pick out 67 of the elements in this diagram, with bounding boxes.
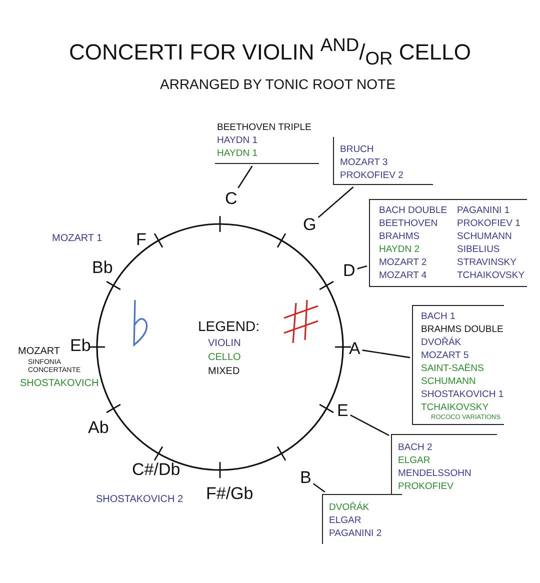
leader-line: [362, 350, 410, 358]
composer-name: BACH 2: [398, 441, 434, 454]
composer-name: MENDELSSOHN: [398, 467, 472, 480]
leader-line: [318, 186, 354, 218]
composer-list: [322, 494, 402, 544]
note-name: Eb: [70, 336, 91, 356]
leader-line: [312, 483, 326, 493]
title: CONCERTI FOR VIOLIN $^{AND}$/$_{OR}$ CELLO: [68, 34, 472, 70]
composer-name: ELGAR: [329, 514, 362, 527]
composer-name: MOZART 3: [340, 156, 389, 169]
composer-list: [412, 305, 504, 425]
composer-name: BRAHMS: [379, 230, 421, 243]
composer-name: BACH 1: [421, 310, 456, 323]
composer-list: [369, 199, 527, 287]
composer-name: SCHUMANN: [457, 230, 513, 243]
note-name: F: [136, 230, 146, 250]
composer-name: MOZART 4: [379, 269, 428, 282]
composer-name: SIBELIUS: [457, 243, 501, 256]
composer-name: BEETHOVEN TRIPLE: [217, 121, 312, 134]
subtitle: ARRANGED BY TONIC ROOT NOTE: [160, 76, 396, 92]
composer-name: TCHAIKOVSKY: [457, 269, 526, 282]
composer-name: SAINT-SAËNS: [421, 362, 485, 375]
composer-name: BRUCH: [340, 143, 375, 156]
composer-list: [333, 137, 434, 185]
leader-line: [357, 265, 368, 270]
composer-name: PROKOFIEV: [398, 480, 454, 493]
leader-line: [238, 166, 253, 188]
composer-name: BEETHOVEN: [379, 217, 439, 230]
legend-heading: LEGEND:: [198, 318, 260, 334]
composer-list: [391, 434, 498, 495]
note-name: F#/Gb: [206, 484, 254, 504]
legend-entry: MIXED: [208, 366, 240, 377]
note-name: A: [349, 340, 360, 358]
composer-name: DVOŘÁK: [421, 336, 462, 349]
composer-name: MOZART 5: [421, 349, 470, 362]
note-name: C: [225, 190, 238, 208]
composer-name: STRAVINSKY: [457, 256, 518, 269]
composer-name: SCHUMANN: [421, 375, 477, 388]
composer-name: HAYDN 2: [379, 243, 420, 256]
note-name: G: [303, 216, 316, 234]
legend-entry: CELLO: [208, 352, 241, 363]
legend-entry: VIOLIN: [208, 338, 241, 349]
note-name: Bb: [92, 258, 113, 278]
composer-name: TCHAIKOVSKY: [421, 401, 490, 414]
composer-name: ELGAR: [398, 454, 432, 467]
composer-name: HAYDN 1: [217, 134, 258, 147]
composer-name: PROKOFIEV 2: [340, 169, 404, 182]
composer-name: SHOSTAKOVICH 1: [421, 388, 504, 401]
composer-name: SHOSTAKOVICH: [20, 378, 99, 389]
composer-name: HAYDN 1: [217, 147, 258, 160]
composer-name: PAGANINI 2: [329, 527, 382, 540]
leader-line: [350, 414, 390, 436]
composer-name: BACH DOUBLE: [379, 204, 448, 217]
note-name: C#/Db: [132, 460, 180, 480]
composer-name: PROKOFIEV 1: [457, 217, 522, 230]
composer-name: PAGANINI 1: [457, 204, 511, 217]
composer-name: DVOŘÁK: [329, 501, 370, 514]
composer-name: SHOSTAKOVICH 2: [96, 494, 184, 505]
note-name: D: [343, 262, 356, 280]
composer-name: MOZART: [18, 346, 60, 357]
note-name: B: [300, 469, 312, 487]
composer-name: BRAHMS DOUBLE: [421, 323, 504, 336]
composer-name: MOZART 1: [52, 233, 102, 244]
note-name: Ab: [88, 418, 109, 438]
note-name: E: [337, 402, 348, 420]
composer-list: [215, 121, 320, 164]
composer-name: MOZART 2: [379, 256, 428, 269]
